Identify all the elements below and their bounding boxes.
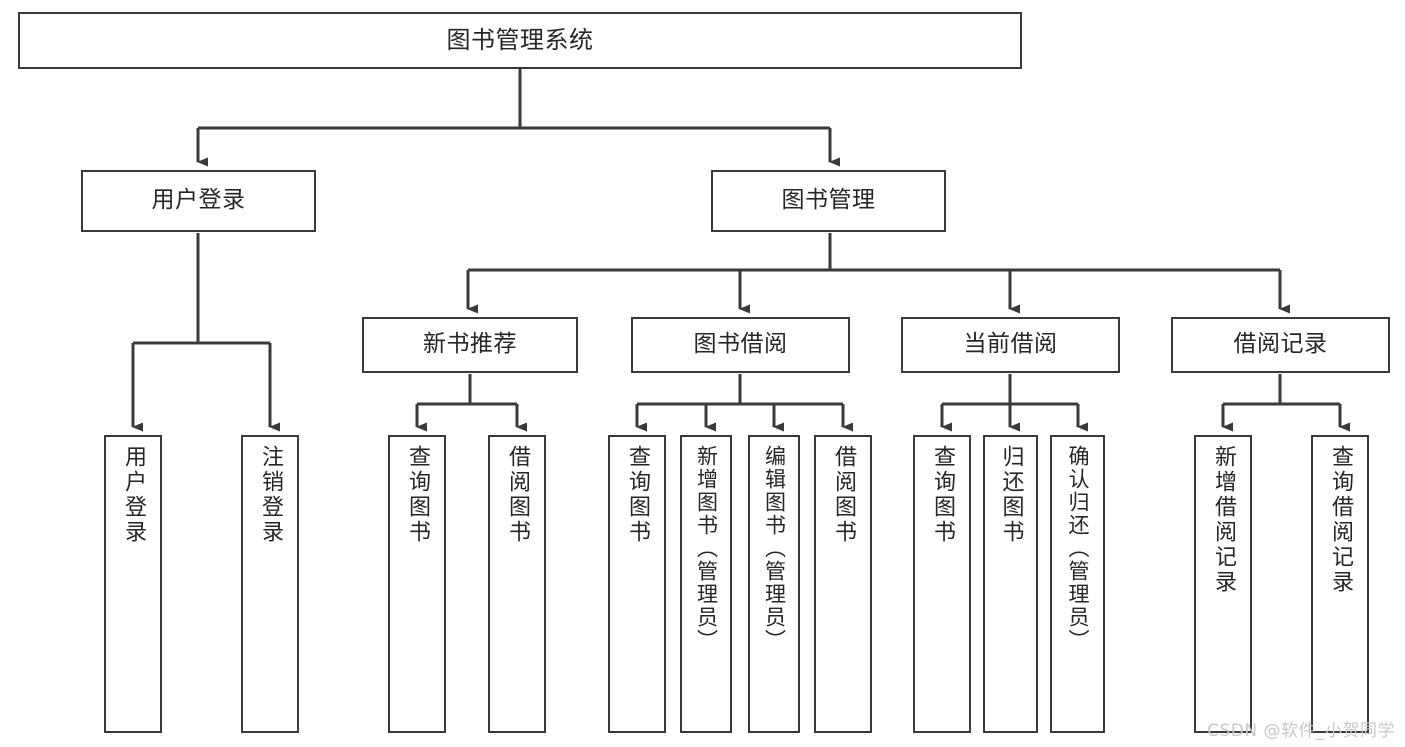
node-label: 当前借阅 — [963, 331, 1058, 358]
node-label: 借阅图书 — [505, 445, 530, 545]
node-label: 新书推荐 — [423, 331, 517, 358]
node-label: 图书管理 — [781, 187, 876, 214]
leaf-edit-book-admin[interactable]: 编辑图书（管理员） — [748, 435, 800, 733]
node-book-borrow[interactable]: 图书借阅 — [631, 317, 850, 373]
node-root-book-management-system[interactable]: 图书管理系统 — [18, 12, 1022, 69]
node-label: 借阅记录 — [1233, 331, 1328, 358]
csdn-watermark: CSDN @软件_小贺同学 — [1207, 721, 1395, 741]
leaf-query-book-recommend[interactable]: 查询图书 — [388, 435, 446, 733]
leaf-query-book-borrow[interactable]: 查询图书 — [608, 435, 666, 733]
leaf-add-borrow-record[interactable]: 新增借阅记录 — [1194, 435, 1252, 733]
leaf-query-borrow-record[interactable]: 查询借阅记录 — [1311, 435, 1369, 733]
node-label: 借阅图书 — [831, 445, 856, 545]
leaf-add-book-admin[interactable]: 新增图书（管理员） — [680, 435, 732, 733]
node-label: 用户登录 — [151, 187, 246, 214]
node-label: 编辑图书（管理员） — [762, 445, 787, 652]
node-label: 查询图书 — [930, 445, 955, 545]
node-borrow-record[interactable]: 借阅记录 — [1171, 317, 1390, 373]
node-label: 确认归还（管理员） — [1066, 445, 1090, 652]
node-label: 查询图书 — [625, 445, 650, 545]
leaf-confirm-return-admin[interactable]: 确认归还（管理员） — [1050, 435, 1105, 733]
node-label: 查询图书 — [405, 445, 430, 545]
leaf-return-book[interactable]: 归还图书 — [983, 435, 1038, 733]
node-label: 用户登录 — [121, 445, 146, 545]
node-label: 图书借阅 — [693, 331, 788, 358]
node-book-management[interactable]: 图书管理 — [711, 170, 946, 232]
node-user-login[interactable]: 用户登录 — [81, 170, 316, 232]
leaf-borrow-book-recommend[interactable]: 借阅图书 — [488, 435, 546, 733]
leaf-logout[interactable]: 注销登录 — [241, 435, 299, 733]
node-current-borrow[interactable]: 当前借阅 — [901, 317, 1120, 373]
node-label: 图书管理系统 — [446, 26, 594, 55]
leaf-borrow-book[interactable]: 借阅图书 — [814, 435, 872, 733]
leaf-query-book-current[interactable]: 查询图书 — [913, 435, 971, 733]
node-label: 归还图书 — [998, 445, 1024, 545]
node-new-book-recommendation[interactable]: 新书推荐 — [362, 317, 578, 373]
node-label: 新增图书（管理员） — [694, 445, 719, 652]
node-label: 查询借阅记录 — [1328, 445, 1353, 595]
node-label: 新增借阅记录 — [1211, 445, 1236, 595]
node-label: 注销登录 — [258, 445, 283, 545]
leaf-user-login[interactable]: 用户登录 — [104, 435, 162, 733]
